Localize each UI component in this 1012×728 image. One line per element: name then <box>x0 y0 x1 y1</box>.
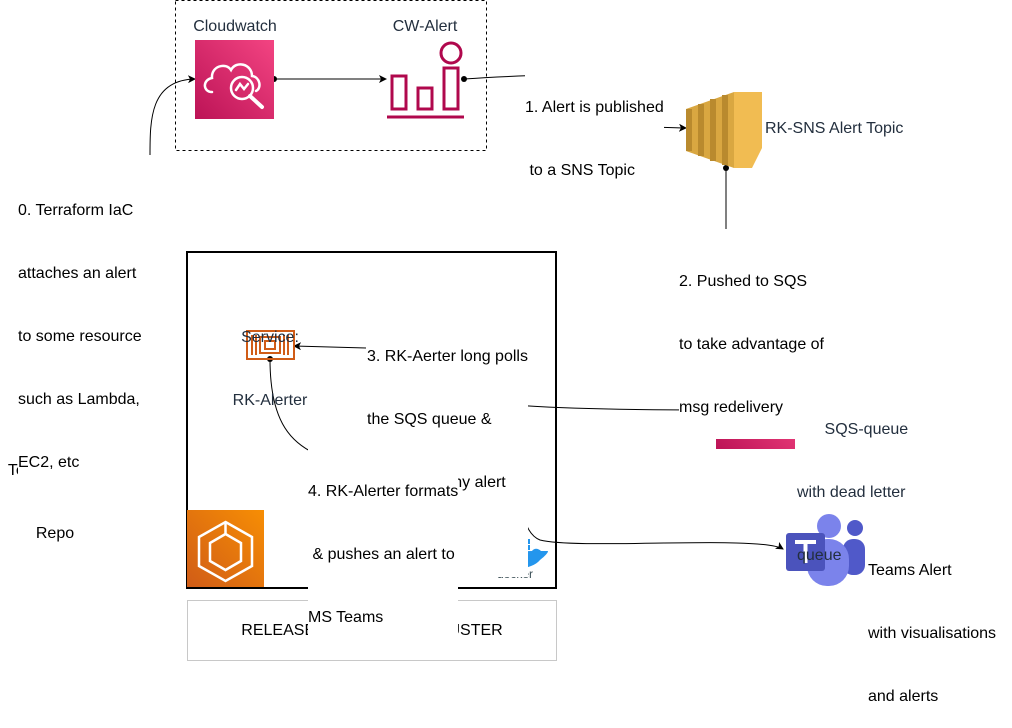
edge-service-to-step4 <box>269 358 311 452</box>
step0-line: such as Lambda, <box>18 391 140 408</box>
teams-label-line: and alerts <box>868 688 939 705</box>
step0-line: to some resource <box>18 328 142 345</box>
step0-line: 0. Terraform IaC <box>18 202 134 219</box>
edge-dot <box>723 165 729 171</box>
sqs-label-line: queue <box>797 547 842 564</box>
teams-icon[interactable] <box>786 514 865 586</box>
service-label: Service: RK-Alerter <box>215 285 325 432</box>
monitoring-group-frame <box>175 0 487 151</box>
step2-annotation: 2. Pushed to SQS to take advantage of ms… <box>679 229 824 439</box>
ecs-icon <box>187 510 264 587</box>
sns-topic-icon[interactable] <box>686 92 762 168</box>
cw-alert-label: CW-Alert <box>392 18 458 35</box>
step1-line: to a SNS Topic <box>525 162 635 179</box>
sns-topic-label: RK-SNS Alert Topic <box>765 120 904 137</box>
step4-line: 4. RK-Alerter formats <box>308 483 459 500</box>
step0-line: attaches an alert <box>18 265 137 282</box>
step2-line: 2. Pushed to SQS <box>679 273 808 290</box>
edge-dot <box>461 76 467 82</box>
sqs-label-line: with dead letter <box>797 484 906 501</box>
service-label-line: RK-Alerter <box>232 392 308 409</box>
step3-line: 3. RK-Aerter long polls <box>367 348 528 365</box>
step4-line: & pushes an alert to <box>308 546 455 563</box>
cloudwatch-label: Cloudwatch <box>193 18 277 35</box>
edge-step3-to-service <box>293 342 367 351</box>
step1-annotation: 1. Alert is published to a SNS Topic <box>525 55 664 202</box>
sqs-label-line: RK-SQS-queue <box>797 421 909 438</box>
step2-line: msg redelivery <box>679 399 784 416</box>
step3-line: the SQS queue & <box>367 411 492 428</box>
sqs-queue-label: RK-SQS-queue with dead letter queue <box>797 377 908 587</box>
teams-label-line: with visualisations <box>868 625 997 642</box>
cloudwatch-icon[interactable] <box>195 40 274 119</box>
bitbucket-label-line: Repo <box>35 525 75 542</box>
service-label-line: Service: <box>241 329 299 346</box>
edge-step0-to-cloudwatch <box>149 75 196 156</box>
cw-alert-icon[interactable] <box>387 41 464 119</box>
service-chip-icon[interactable] <box>246 330 295 360</box>
step4-annotation: 4. RK-Alerter formats & pushes an alert … <box>308 439 459 649</box>
step0-annotation: 0. Terraform IaC attaches an alert to so… <box>18 158 142 494</box>
teams-label: Teams Alert with visualisations and aler… <box>868 518 996 728</box>
step0-line: EC2, etc <box>18 454 80 471</box>
teams-label-line: Teams Alert <box>868 562 952 579</box>
step2-line: to take advantage of <box>679 336 824 353</box>
step1-line: 1. Alert is published <box>525 99 664 116</box>
step4-line: MS Teams <box>308 609 384 626</box>
